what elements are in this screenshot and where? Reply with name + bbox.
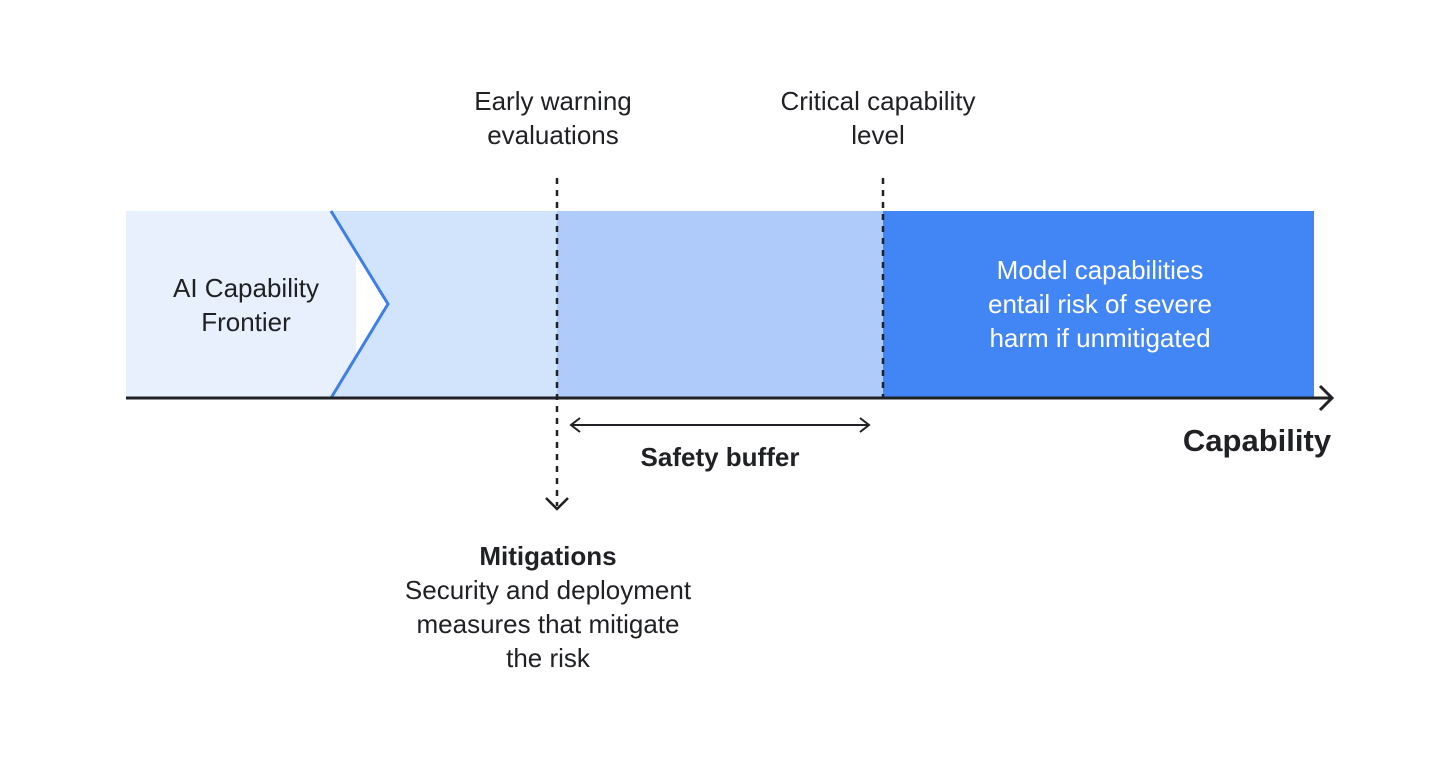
zone-critical: [883, 211, 1314, 398]
critical-zone-label: Model capabilities entail risk of severe…: [988, 255, 1212, 353]
double-arrow-icon: [569, 417, 871, 433]
safety-buffer-label: Safety buffer: [640, 442, 800, 472]
early-warning-label: Early warning evaluations: [474, 86, 632, 150]
arrow-down-icon: [545, 497, 569, 511]
mitigations-desc-line: the risk: [506, 643, 590, 673]
axis-label: Capability: [1182, 423, 1332, 458]
frontier-chevron: [329, 210, 390, 399]
arrow-right-icon: [1318, 384, 1335, 412]
frontier-label: AI Capability Frontier: [173, 273, 319, 337]
mitigations-title: Mitigations: [479, 541, 617, 571]
mitigations-desc-line: measures that mitigate: [416, 609, 680, 639]
zone-frontier: [126, 211, 356, 398]
zone-pre-warning: [331, 211, 557, 398]
zone-safety-buffer: [557, 211, 883, 398]
mitigations-desc-line: Security and deployment: [404, 575, 692, 605]
critical-level-label: Critical capability level: [780, 86, 976, 150]
mitigations-block: Mitigations Security and deployment meas…: [378, 539, 718, 675]
